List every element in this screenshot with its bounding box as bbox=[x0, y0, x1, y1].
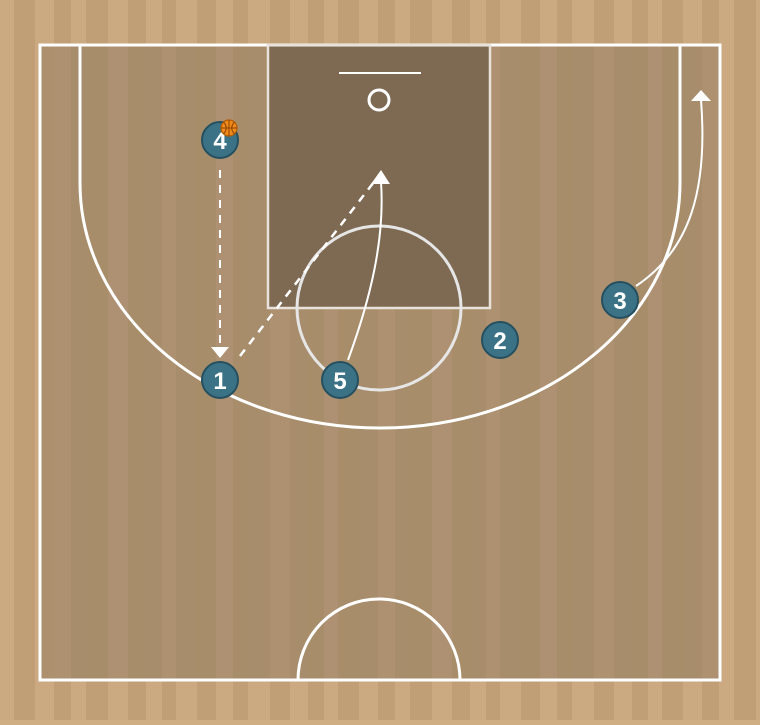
player-5[interactable]: 5 bbox=[321, 361, 359, 399]
cut-arrowhead-3 bbox=[691, 90, 711, 101]
court-board bbox=[557, 45, 572, 680]
cut-line-5 bbox=[347, 181, 383, 361]
player-1[interactable]: 1 bbox=[201, 361, 239, 399]
cut-line-3 bbox=[635, 99, 704, 287]
court-board bbox=[683, 45, 702, 680]
court-board bbox=[176, 45, 197, 680]
cut-arrowhead-5 bbox=[371, 170, 390, 184]
pass-line-1-to-basket bbox=[239, 177, 378, 357]
center-circle bbox=[296, 597, 462, 681]
floor-board bbox=[14, 0, 35, 720]
lane-lines bbox=[266, 43, 492, 310]
rim bbox=[367, 88, 391, 112]
floor-board bbox=[719, 0, 734, 720]
floor-board bbox=[734, 0, 756, 720]
court-board bbox=[108, 45, 128, 680]
court-board bbox=[128, 45, 146, 680]
play-actions bbox=[211, 90, 711, 361]
court-board bbox=[162, 45, 176, 680]
player-2[interactable]: 2 bbox=[481, 321, 519, 359]
player-3[interactable]: 3 bbox=[601, 281, 639, 319]
player-2-label: 2 bbox=[493, 328, 506, 355]
free-throw-circle bbox=[295, 224, 463, 392]
court-board bbox=[540, 45, 557, 680]
court-board bbox=[500, 45, 521, 680]
player-1-label: 1 bbox=[213, 368, 226, 395]
basketball-icon bbox=[220, 119, 238, 137]
player-3-label: 3 bbox=[613, 288, 626, 315]
three-point-line bbox=[78, 45, 682, 430]
floor-board bbox=[756, 0, 760, 720]
court-board bbox=[54, 45, 71, 680]
court-board bbox=[648, 45, 662, 680]
court-board bbox=[248, 45, 270, 680]
court-board bbox=[702, 45, 719, 680]
court-board bbox=[86, 45, 108, 680]
court-lines bbox=[38, 43, 722, 682]
pass-arrowhead-down bbox=[211, 347, 229, 358]
court-board bbox=[233, 45, 248, 680]
court-board bbox=[614, 45, 632, 680]
court-board bbox=[521, 45, 540, 680]
court-board bbox=[594, 45, 614, 680]
players: 1 2 3 4 5 bbox=[201, 121, 639, 399]
player-5-label: 5 bbox=[333, 368, 346, 395]
court-board bbox=[146, 45, 162, 680]
court-board bbox=[632, 45, 648, 680]
floor-board bbox=[0, 0, 14, 720]
court-board bbox=[197, 45, 216, 680]
